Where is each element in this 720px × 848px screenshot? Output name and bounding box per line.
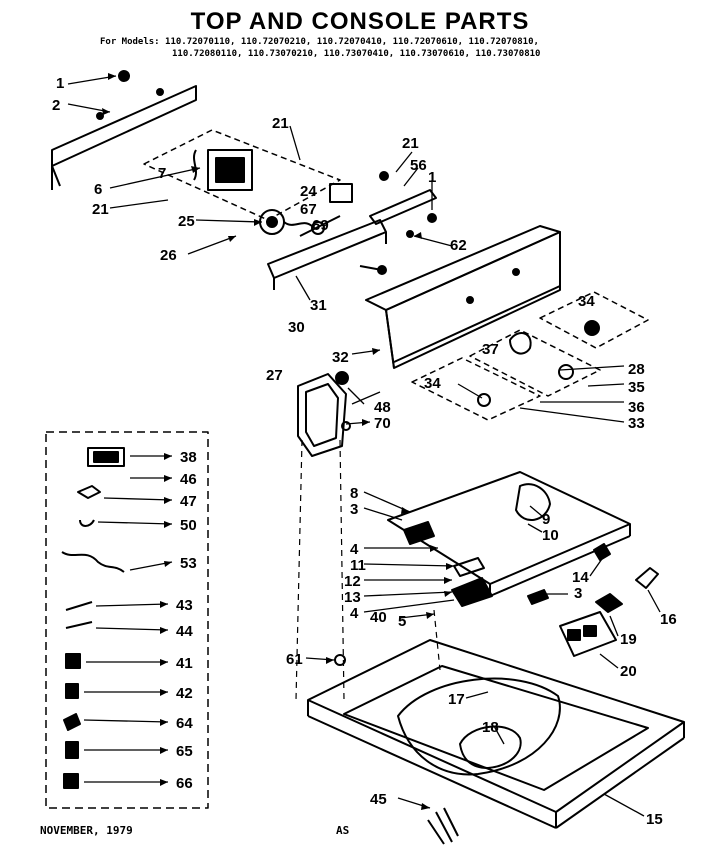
callout-47-30: 47 [180,493,197,510]
callout-44-34: 44 [176,623,193,640]
callout-37-24: 37 [482,341,499,358]
callout-21-3: 21 [402,135,419,152]
callout-41-35: 41 [176,655,193,672]
right-knob-group [411,291,649,421]
service-parts-box [45,431,209,809]
footer-date: NOVEMBER, 1979 [40,824,133,837]
callout-13-47: 13 [344,589,361,606]
callout-70-26: 70 [374,415,391,432]
footer-code: AS [336,824,350,837]
service-parts-icons [61,447,125,789]
callout-35-19: 35 [628,379,645,396]
callout-9-42: 9 [542,511,550,528]
callout-66-39: 66 [176,775,193,792]
callout-10-43: 10 [542,527,559,544]
callout-3-49: 3 [574,585,582,602]
callout-42-36: 42 [176,685,193,702]
callout-8-40: 8 [350,485,358,502]
drain-hose [427,807,459,845]
callout-32-22: 32 [332,349,349,366]
page-title: TOP AND CONSOLE PARTS [190,8,530,35]
callout-6-6: 6 [94,181,102,198]
timer-motor [259,209,313,235]
callout-64-37: 64 [176,715,193,732]
callout-38-28: 38 [180,449,197,466]
callout-11-45: 11 [350,557,366,574]
callout-34-17: 34 [578,293,595,310]
callout-46-29: 46 [180,471,197,488]
callout-1-5: 1 [428,169,436,186]
lid-switch-box [559,611,617,657]
callout-40-52: 40 [370,609,387,626]
console-panel [365,225,561,369]
callout-61-56: 61 [286,651,303,668]
callout-21-8: 21 [92,201,109,218]
callout-36-20: 36 [628,399,645,416]
hinge-latch-parts [403,521,659,613]
callout-18-58: 18 [482,719,499,736]
callout-2-1: 2 [52,97,60,114]
callout-65-38: 65 [176,743,193,760]
lid-switch-bracket [297,371,351,457]
callout-16-50: 16 [660,611,677,628]
callout-12-46: 12 [344,573,361,590]
callout-15-60: 15 [646,811,663,828]
callout-53-32: 53 [180,555,197,572]
leader-lines [67,75,661,817]
callout-21-2: 21 [272,115,289,132]
cabinet-top [307,639,685,829]
callout-26-14: 26 [160,247,177,264]
callout-24-9: 24 [300,183,317,200]
callout-labels: 1221215616721242567696226313034283536333… [52,75,677,828]
callout-25-10: 25 [178,213,195,230]
callout-56-4: 56 [410,157,427,174]
callout-20-55: 20 [620,663,637,680]
callout-67-11: 67 [300,201,317,218]
callout-27-23: 27 [266,367,283,384]
callout-17-57: 17 [448,691,465,708]
timer-switch [193,149,253,191]
callout-14-48: 14 [572,569,589,586]
upper-strip [369,171,437,238]
callout-3-41: 3 [350,501,358,518]
callout-45-59: 45 [370,791,387,808]
callout-4-51: 4 [350,605,359,622]
models-line-2: 110.72080110, 110.73070210, 110.73070410… [172,49,541,59]
callout-5-53: 5 [398,613,406,630]
callout-50-31: 50 [180,517,197,534]
callout-4-44: 4 [350,541,359,558]
callout-28-18: 28 [628,361,645,378]
top-lid-plate [387,471,631,597]
rear-panel-strip [51,70,197,190]
callout-31-15: 31 [310,297,327,314]
callout-48-25: 48 [374,399,391,416]
model-list: For Models: 110.72070110, 110.72070210, … [100,36,680,60]
callout-43-33: 43 [176,597,193,614]
callout-1-0: 1 [56,75,64,92]
callout-33-21: 33 [628,415,645,432]
callout-62-13: 62 [450,237,467,254]
callout-19-54: 19 [620,631,637,648]
callout-30-16: 30 [288,319,305,336]
callout-34-27: 34 [424,375,441,392]
callout-7-7: 7 [158,165,166,182]
control-module-group [143,129,341,221]
leader-arrowheads [102,73,454,810]
knobs [477,320,600,407]
console-bracket [267,219,387,290]
callout-69-12: 69 [312,217,329,234]
models-prefix: For Models: [100,37,160,47]
models-line-1: 110.72070110, 110.72070210, 110.72070410… [165,37,539,47]
small-switch-parts [299,183,353,237]
